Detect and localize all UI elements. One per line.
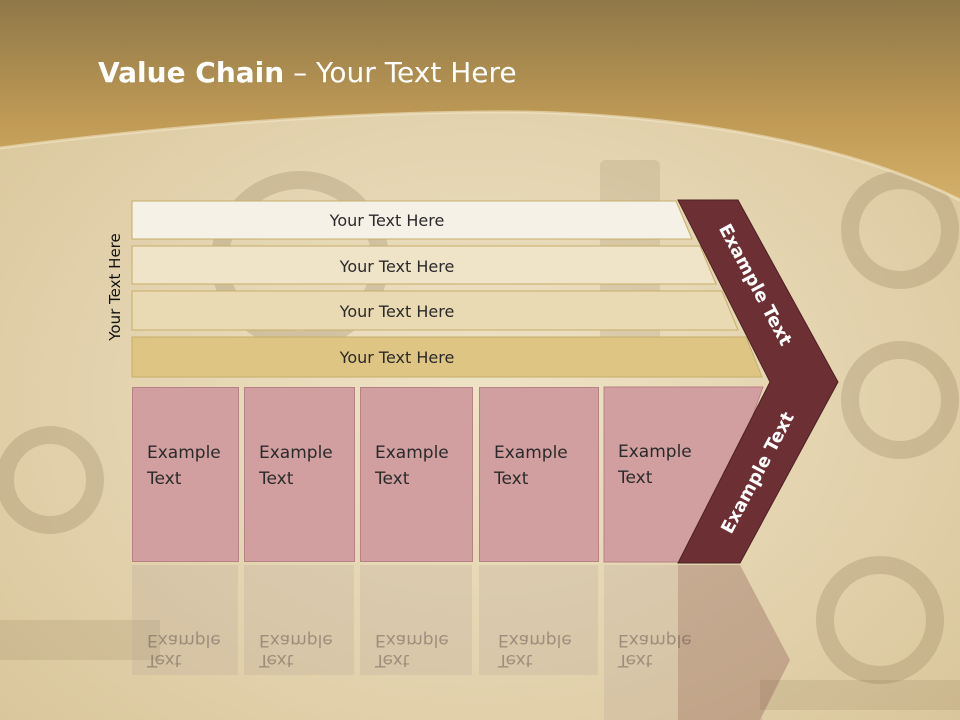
- page-title: Value Chain – Your Text Here: [98, 56, 517, 89]
- bar-1-label: Your Text Here: [329, 210, 445, 230]
- bar-4: Your Text Here: [132, 338, 702, 376]
- bar-2-label: Your Text Here: [339, 256, 455, 276]
- bar-4-label: Your Text Here: [339, 347, 455, 367]
- bar-2: Your Text Here: [132, 247, 702, 285]
- bar-1: Your Text Here: [132, 201, 682, 239]
- bar-3-label: Your Text Here: [339, 301, 455, 321]
- bar-3: Your Text Here: [132, 292, 702, 330]
